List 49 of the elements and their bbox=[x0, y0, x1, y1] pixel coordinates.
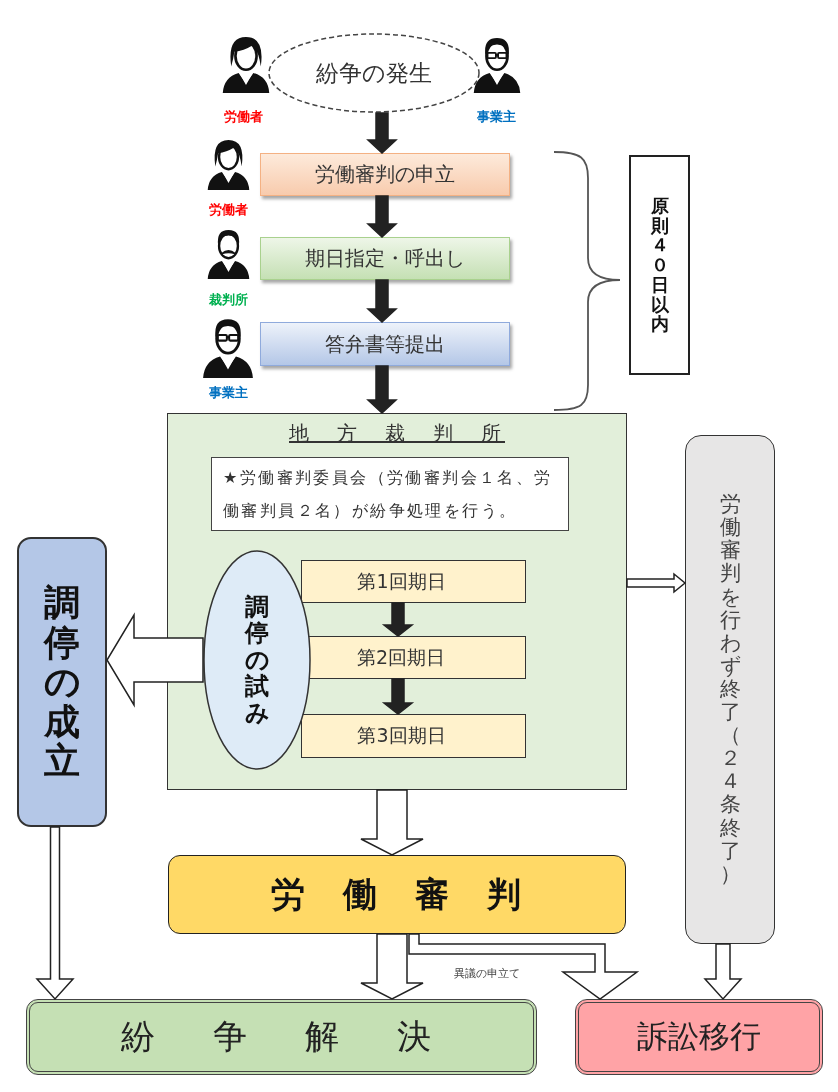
process-ellipse bbox=[203, 550, 311, 770]
outcome-box bbox=[17, 537, 107, 827]
session-label: 第3回期日 bbox=[357, 723, 446, 748]
result-label: 紛 争 解 決 bbox=[120, 1015, 443, 1058]
step-label: 紛争の発生 bbox=[316, 58, 432, 88]
panel-title: 地 方 裁 判 所 bbox=[289, 420, 505, 446]
role-label: 裁判所 bbox=[208, 291, 248, 309]
process-box bbox=[260, 322, 510, 366]
arrow bbox=[381, 678, 415, 715]
step-label: 答弁書等提出 bbox=[325, 330, 445, 358]
edge-label: 異議の申立て bbox=[452, 965, 522, 981]
block-arrow bbox=[703, 943, 743, 1001]
decision-box bbox=[168, 855, 626, 934]
result-label: 訴訟移行 bbox=[637, 1017, 761, 1056]
decision-label: 労 働 審 判 bbox=[271, 872, 523, 916]
block-arrow bbox=[408, 933, 640, 1000]
block-arrow bbox=[360, 933, 424, 1000]
block-arrow bbox=[360, 789, 424, 856]
process-box bbox=[260, 237, 510, 280]
outcome-box bbox=[685, 435, 775, 944]
outcome-label: 労働審判を行わず終了（２４条終了） bbox=[719, 493, 741, 886]
role-label: 事業主 bbox=[208, 384, 248, 402]
step-label: 調停の試み bbox=[245, 594, 269, 726]
role-label: 労働者 bbox=[223, 108, 263, 126]
period-label: 原則４０日以内 bbox=[650, 195, 669, 335]
period-box bbox=[629, 155, 690, 375]
block-arrow bbox=[106, 612, 204, 708]
step-label: 期日指定・呼出し bbox=[305, 245, 465, 272]
result-box bbox=[26, 999, 537, 1075]
note-text: ★労働審判委員会（労働審判会１名、労働審判員２名）が紛争処理を行う。 bbox=[222, 467, 554, 522]
block-arrow bbox=[626, 572, 687, 594]
step-label: 労働審判の申立 bbox=[315, 161, 455, 188]
arrow bbox=[366, 279, 398, 324]
session-label: 第2回期日 bbox=[356, 644, 446, 670]
block-arrow bbox=[35, 826, 75, 1001]
court-panel bbox=[167, 413, 627, 790]
role-label: 事業主 bbox=[476, 108, 516, 126]
session-box bbox=[301, 714, 526, 758]
arrow bbox=[366, 365, 398, 415]
session-box bbox=[301, 560, 526, 603]
arrow bbox=[381, 602, 415, 637]
role-label: 労働者 bbox=[208, 201, 248, 219]
session-label: 第1回期日 bbox=[357, 568, 446, 594]
note-box bbox=[211, 457, 569, 531]
arrow bbox=[366, 195, 398, 239]
process-box bbox=[260, 153, 510, 196]
arrow bbox=[366, 112, 398, 155]
outcome-label: 調停の成立 bbox=[44, 583, 80, 781]
result-box bbox=[575, 999, 823, 1075]
